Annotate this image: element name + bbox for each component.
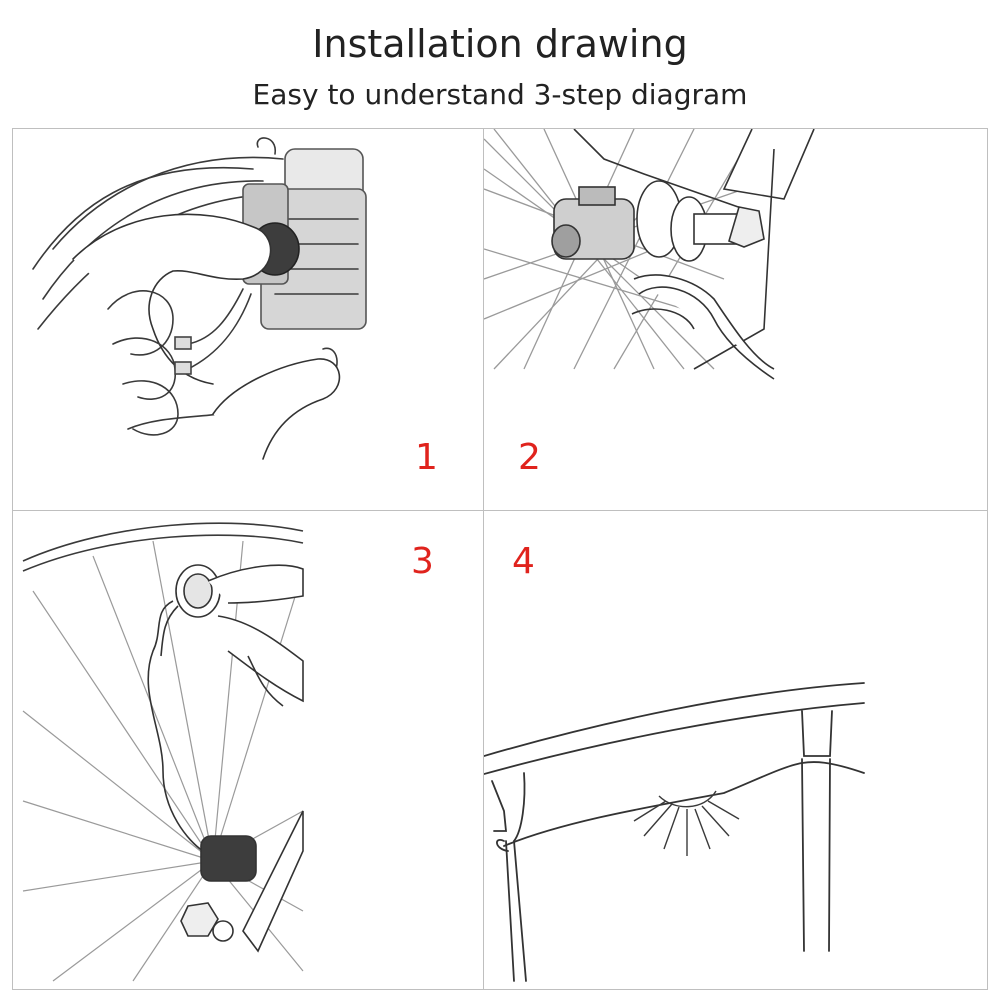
step-4-number: 4	[512, 541, 535, 582]
step-3-number: 3	[411, 541, 434, 582]
step-1-panel: 1	[13, 129, 483, 510]
step-3-panel: 3	[13, 511, 483, 989]
step-2-number: 2	[518, 437, 541, 478]
step-4-panel: 4	[484, 511, 988, 989]
step-3-illustration	[22, 522, 304, 982]
page-title: Installation drawing	[312, 22, 688, 66]
step-1-illustration	[32, 137, 367, 460]
diagram-grid	[12, 128, 988, 990]
page-subtitle: Easy to understand 3-step diagram	[252, 78, 748, 111]
step-2-panel: 2	[484, 129, 988, 510]
grid-divider-vertical	[483, 128, 484, 990]
step-4-illustration	[484, 682, 865, 982]
step-1-number: 1	[415, 437, 438, 478]
grid-divider-horizontal	[12, 510, 988, 511]
step-2-illustration	[484, 129, 815, 380]
